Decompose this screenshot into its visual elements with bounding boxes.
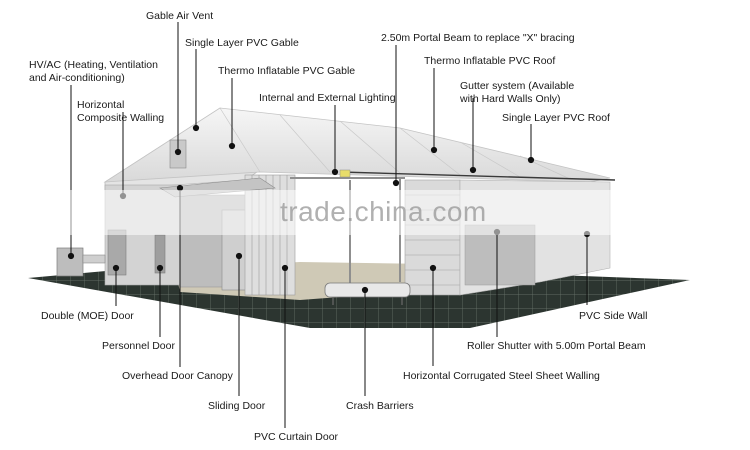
- label-pvc-curtain-door: PVC Curtain Door: [254, 431, 339, 443]
- label-horizontal-corrugated-walling: Horizontal Corrugated Steel Sheet Wallin…: [403, 370, 600, 382]
- label-thermo-inflatable-gable: Thermo Inflatable PVC Gable: [218, 65, 356, 77]
- leader-lines: [67, 22, 591, 428]
- gutter-line: [339, 171, 616, 181]
- label-portal-beam: 2.50m Portal Beam to replace "X" bracing: [381, 32, 575, 44]
- label-pvc-side-wall: PVC Side Wall: [579, 310, 648, 322]
- watermark-text: trade.china.com: [280, 196, 487, 227]
- label-thermo-inflatable-roof: Thermo Inflatable PVC Roof: [424, 55, 556, 67]
- right-opening: [464, 224, 536, 286]
- label-personnel-door: Personnel Door: [102, 340, 175, 352]
- label-single-layer-pvc-gable: Single Layer PVC Gable: [185, 37, 299, 49]
- label-double-moe-door: Double (MOE) Door: [41, 310, 134, 322]
- label-crash-barriers: Crash Barriers: [346, 400, 414, 412]
- roof-ribs: [219, 107, 571, 180]
- label-hvac: HV/AC (Heating, Ventilation and Air-cond…: [29, 59, 158, 84]
- light-fixture: [339, 169, 351, 178]
- watermark-band: [0, 190, 750, 235]
- label-single-layer-pvc-roof: Single Layer PVC Roof: [502, 112, 610, 124]
- label-roller-shutter: Roller Shutter with 5.00m Portal Beam: [467, 340, 646, 352]
- label-internal-external-lighting: Internal and External Lighting: [259, 92, 396, 104]
- label-horizontal-composite-walling: Horizontal Composite Walling: [77, 99, 165, 124]
- label-overhead-door-canopy: Overhead Door Canopy: [122, 370, 233, 382]
- label-sliding-door: Sliding Door: [208, 400, 266, 412]
- label-gutter-system: Gutter system (Available with Hard Walls…: [460, 80, 575, 105]
- hvac-unit: [56, 247, 106, 277]
- label-gable-air-vent: Gable Air Vent: [146, 10, 214, 22]
